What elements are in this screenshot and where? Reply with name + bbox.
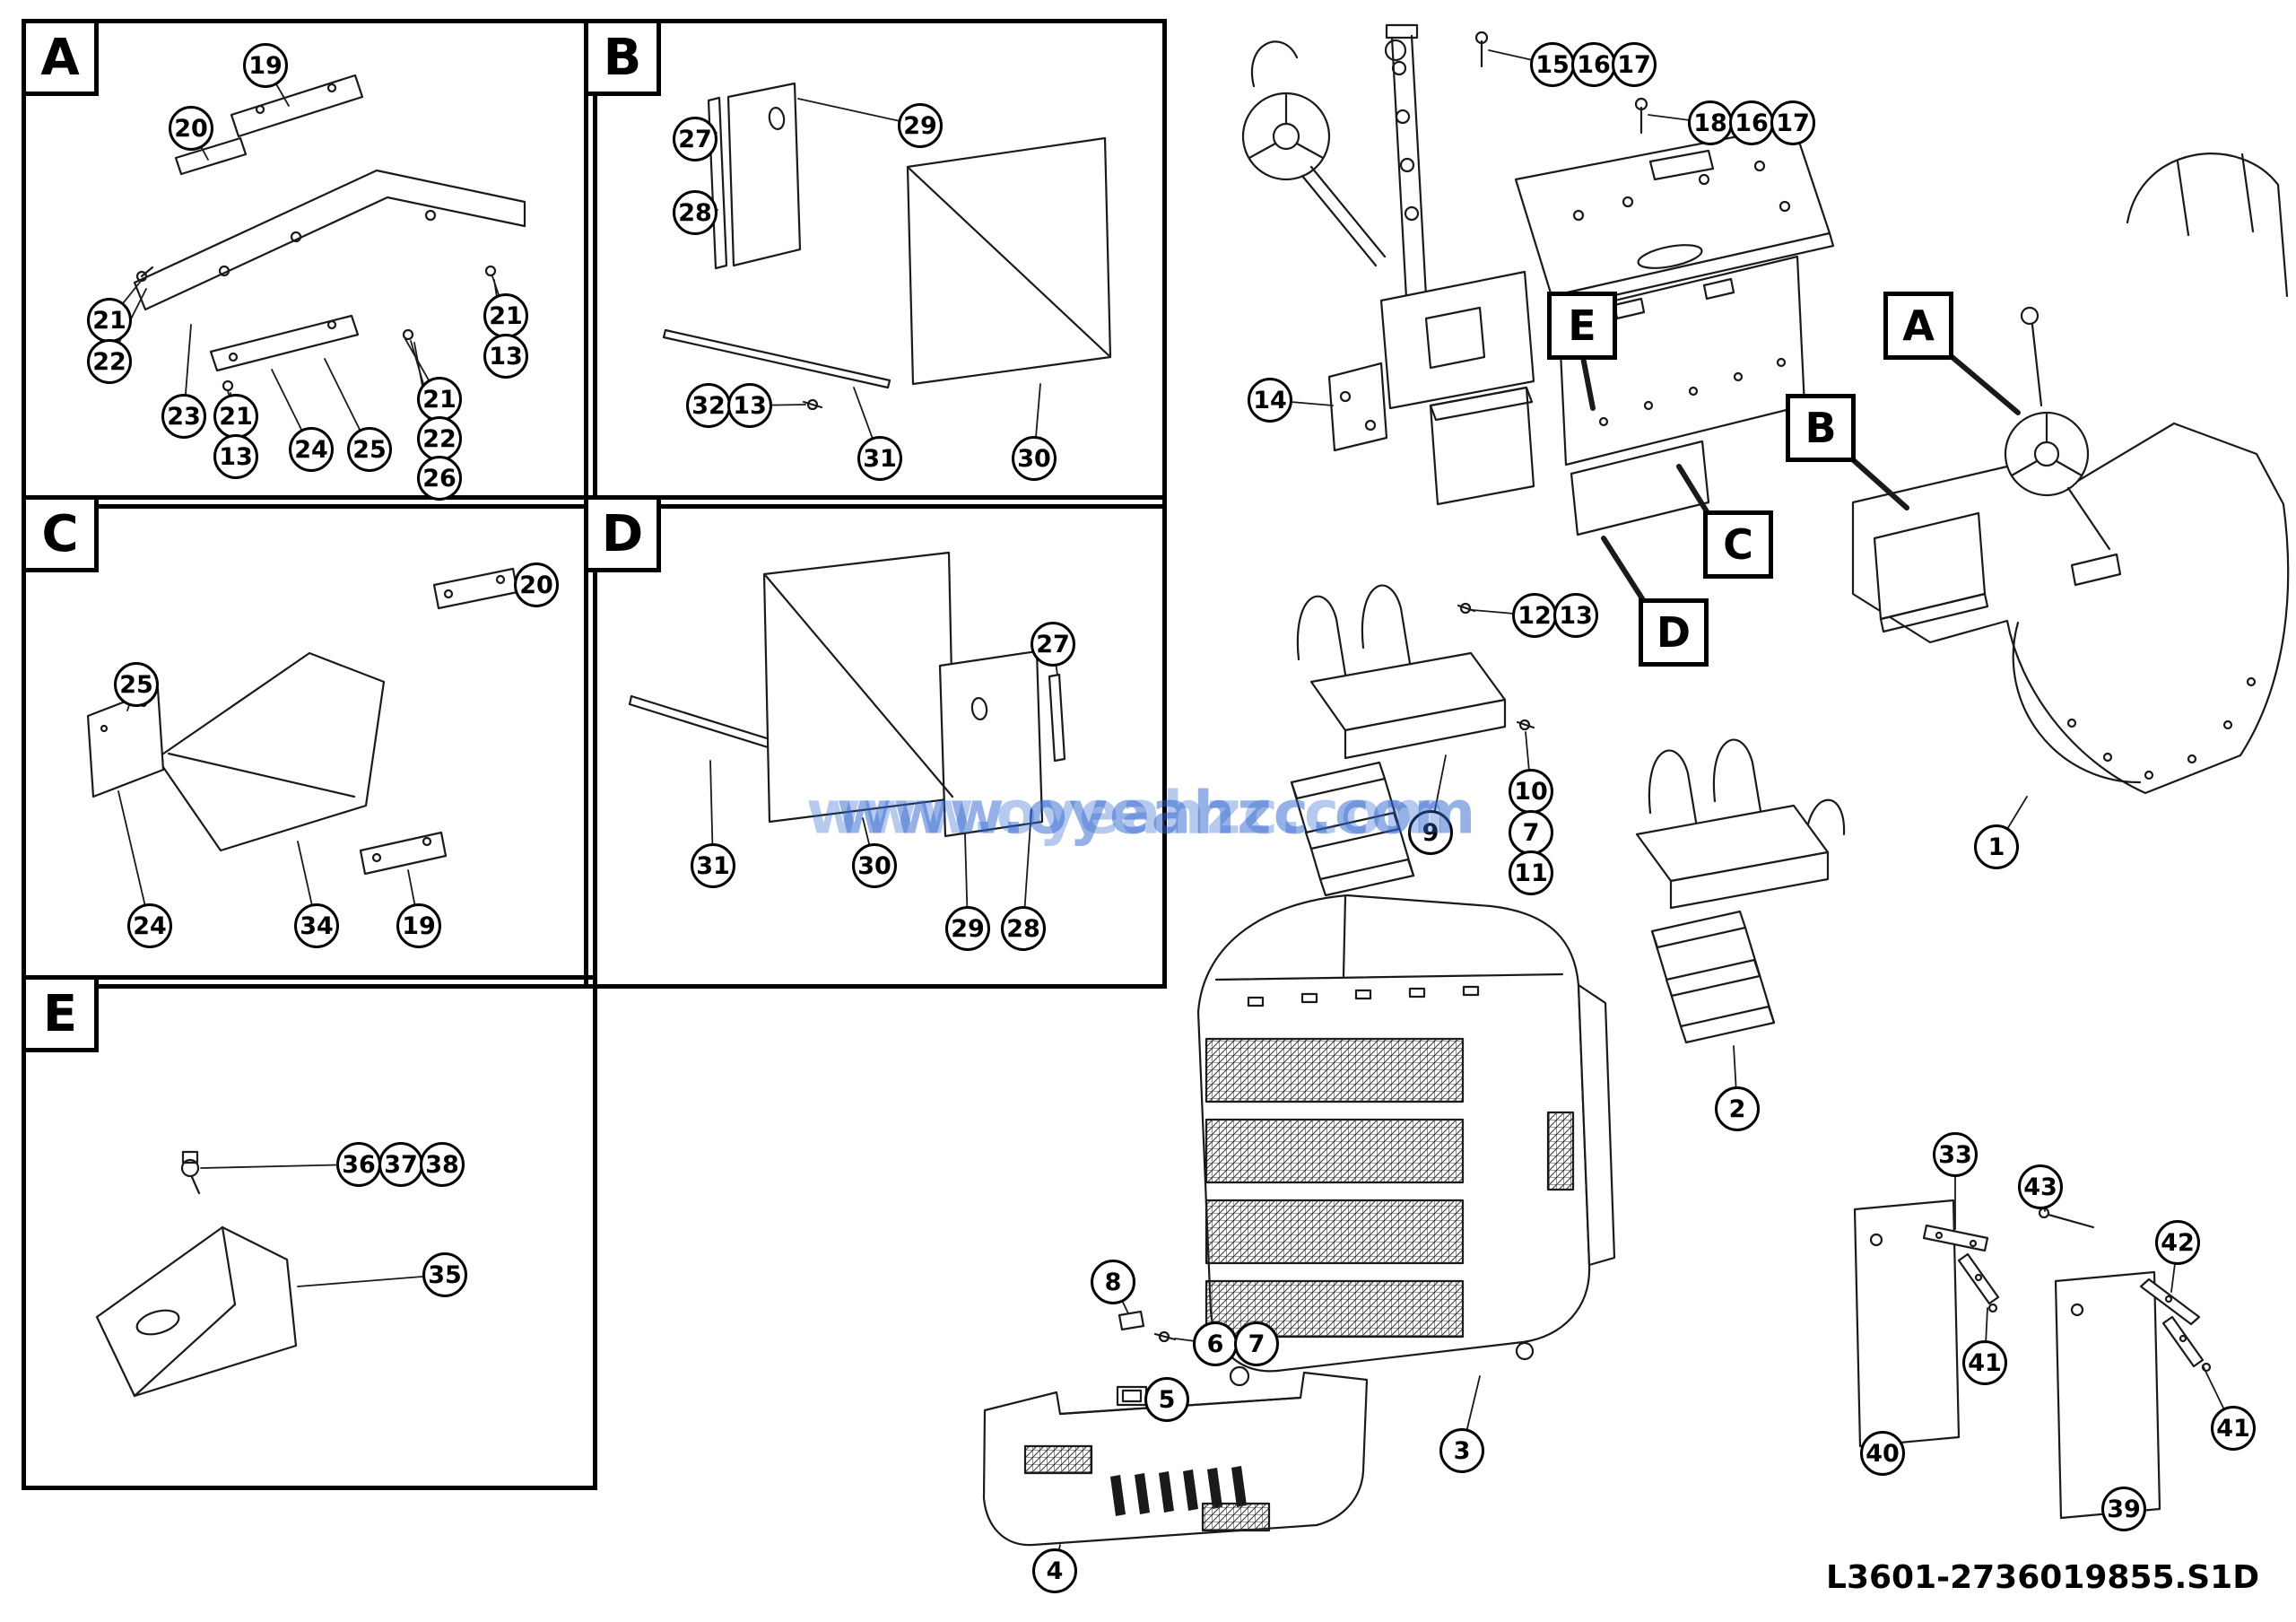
fender-assembly-drawing — [1851, 153, 2290, 795]
callout-25: 25 — [114, 662, 159, 707]
callout-31: 31 — [857, 436, 902, 481]
callout-8: 8 — [1091, 1260, 1135, 1304]
callout-21: 21 — [483, 293, 528, 338]
callout-16: 16 — [1729, 100, 1774, 145]
bumper-drawing — [982, 1310, 1369, 1547]
panel-letter-b: B — [584, 19, 661, 96]
detail-panel-d: D — [584, 495, 1167, 989]
callout-17: 17 — [1770, 100, 1815, 145]
engine-hood-drawing — [1196, 894, 1616, 1398]
callout-32: 32 — [686, 383, 731, 428]
callout-11: 11 — [1509, 850, 1553, 895]
detail-panel-e: E — [22, 975, 597, 1490]
callout-27: 27 — [1031, 622, 1075, 667]
ladder-assembly-2-drawing — [1635, 738, 1846, 1044]
callout-33: 33 — [1933, 1132, 1978, 1177]
detail-panel-a: A — [22, 19, 597, 509]
callout-3: 3 — [1439, 1428, 1484, 1473]
callout-15: 15 — [1530, 42, 1575, 87]
callout-29: 29 — [898, 103, 943, 148]
panel-letter-c: C — [22, 495, 99, 572]
callout-35: 35 — [422, 1252, 467, 1297]
callout-22: 22 — [417, 416, 462, 461]
callout-30: 30 — [1012, 436, 1057, 481]
callout-29: 29 — [945, 906, 990, 951]
callout-21: 21 — [87, 298, 132, 343]
callout-38: 38 — [420, 1142, 465, 1187]
callout-42: 42 — [2155, 1220, 2200, 1265]
callout-36: 36 — [336, 1142, 381, 1187]
callout-1: 1 — [1974, 824, 2019, 869]
callout-4: 4 — [1032, 1548, 1077, 1593]
panel-letter-e: E — [22, 975, 99, 1052]
callout-39: 39 — [2101, 1487, 2146, 1531]
callout-13: 13 — [483, 334, 528, 379]
callout-7: 7 — [1234, 1321, 1279, 1366]
section-label-C: C — [1703, 510, 1773, 579]
callout-27: 27 — [673, 117, 718, 161]
callout-20: 20 — [169, 106, 213, 151]
section-label-D: D — [1639, 598, 1709, 667]
panel-a-drawing — [109, 65, 526, 479]
detail-panel-b: B — [584, 19, 1167, 509]
callout-21: 21 — [213, 394, 258, 439]
ladder-assembly-1-drawing — [1290, 584, 1535, 897]
callout-31: 31 — [691, 843, 735, 888]
callout-17: 17 — [1612, 42, 1657, 87]
callout-12: 12 — [1512, 593, 1557, 638]
callout-6: 6 — [1193, 1321, 1238, 1366]
detail-panel-c: C — [22, 495, 597, 989]
callout-5: 5 — [1144, 1377, 1189, 1422]
platform-assembly-drawing — [1241, 23, 1835, 615]
callout-16: 16 — [1571, 42, 1616, 87]
callout-30: 30 — [852, 843, 897, 888]
callout-22: 22 — [87, 339, 132, 384]
callout-2: 2 — [1715, 1086, 1760, 1131]
section-label-B: B — [1786, 394, 1856, 462]
callout-18: 18 — [1688, 100, 1733, 145]
panel-letter-a: A — [22, 19, 99, 96]
callout-24: 24 — [127, 903, 172, 948]
callout-28: 28 — [1001, 906, 1046, 951]
section-label-E: E — [1547, 292, 1617, 360]
callout-40: 40 — [1860, 1431, 1905, 1476]
callout-43: 43 — [2018, 1164, 2063, 1209]
callout-20: 20 — [514, 562, 559, 607]
callout-34: 34 — [294, 903, 339, 948]
callout-13: 13 — [213, 434, 258, 479]
panel-e-drawing — [95, 1150, 446, 1398]
callout-14: 14 — [1248, 378, 1292, 423]
callout-41: 41 — [1962, 1340, 2007, 1385]
callout-23: 23 — [161, 394, 206, 439]
callout-9: 9 — [1408, 810, 1453, 855]
callout-7: 7 — [1509, 810, 1553, 855]
callout-10: 10 — [1509, 769, 1553, 814]
callout-25: 25 — [347, 427, 392, 472]
callout-21: 21 — [417, 377, 462, 422]
part-number: L3601-2736019855.S1D — [1826, 1559, 2260, 1596]
callout-41: 41 — [2211, 1406, 2256, 1451]
callout-26: 26 — [417, 456, 462, 501]
section-label-A: A — [1883, 292, 1953, 360]
callout-13: 13 — [727, 383, 772, 428]
panel-c-drawing — [86, 567, 537, 927]
mudflap-group-drawing — [1853, 1199, 2212, 1520]
callout-24: 24 — [289, 427, 334, 472]
callout-19: 19 — [243, 43, 288, 88]
callout-13: 13 — [1553, 593, 1598, 638]
panel-d-drawing — [628, 551, 1066, 929]
callout-28: 28 — [673, 190, 718, 235]
callout-37: 37 — [378, 1142, 423, 1187]
callout-19: 19 — [396, 903, 441, 948]
panel-letter-d: D — [584, 495, 661, 572]
watermark: www.oyeahzc.com — [836, 778, 1478, 848]
